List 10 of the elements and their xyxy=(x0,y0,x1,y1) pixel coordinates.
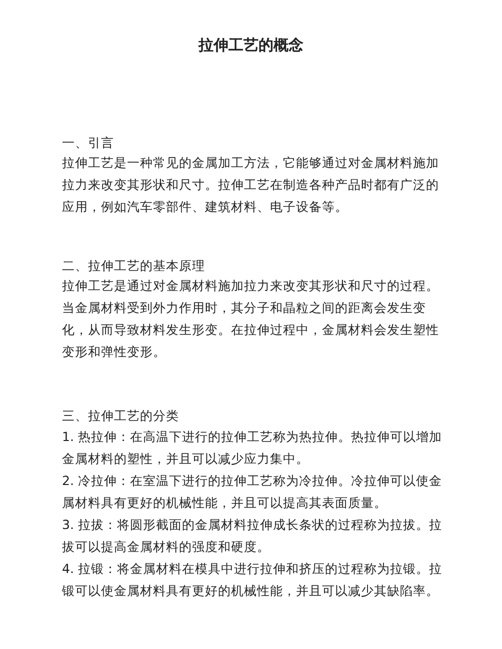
body-paragraph: 4. 拉锻：将金属材料在模具中进行拉伸和挤压的过程称为拉锻。拉锻可以使金属材料具有更好的机械性能，并且可以减少其缺陷率。 xyxy=(62,560,444,600)
body-paragraph: 3. 拉拔：将圆形截面的金属材料拉伸成长条状的过程称为拉拔。拉拔可以提高金属材料的强度和硬度。 xyxy=(62,516,444,556)
body-paragraph: 1. 热拉伸：在高温下进行的拉伸工艺称为热拉伸。热拉伸可以增加金属材料的塑性，并且可以减少应力集中。 xyxy=(62,428,444,468)
body-paragraph: 2. 冷拉伸：在室温下进行的拉伸工艺称为冷拉伸。冷拉伸可以使金属材料具有更好的机械性能，并且可以提高其表面质量。 xyxy=(62,472,444,512)
section-heading: 三、拉伸工艺的分类 xyxy=(62,407,180,425)
body-paragraph: 拉伸工艺是一种常见的金属加工方法，它能够通过对金属材料施加拉力来改变其形状和尺寸。拉伸工艺在制造各种产品时都有广泛的应用，例如汽车零部件、建筑材料、电子设备等。 xyxy=(62,154,440,216)
page-title: 拉伸工艺的概念 xyxy=(197,36,304,55)
section-heading: 二、拉伸工艺的基本原理 xyxy=(62,257,206,275)
body-paragraph: 拉伸工艺是通过对金属材料施加拉力来改变其形状和尺寸的过程。当金属材料受到外力作用时，其分子和晶粒之间的距离会发生变化，从而导致材料发生形变。在拉伸过程中，金属材料会发生塑性变形和弹性变形。 xyxy=(62,277,440,361)
section-heading: 一、引言 xyxy=(62,134,115,152)
